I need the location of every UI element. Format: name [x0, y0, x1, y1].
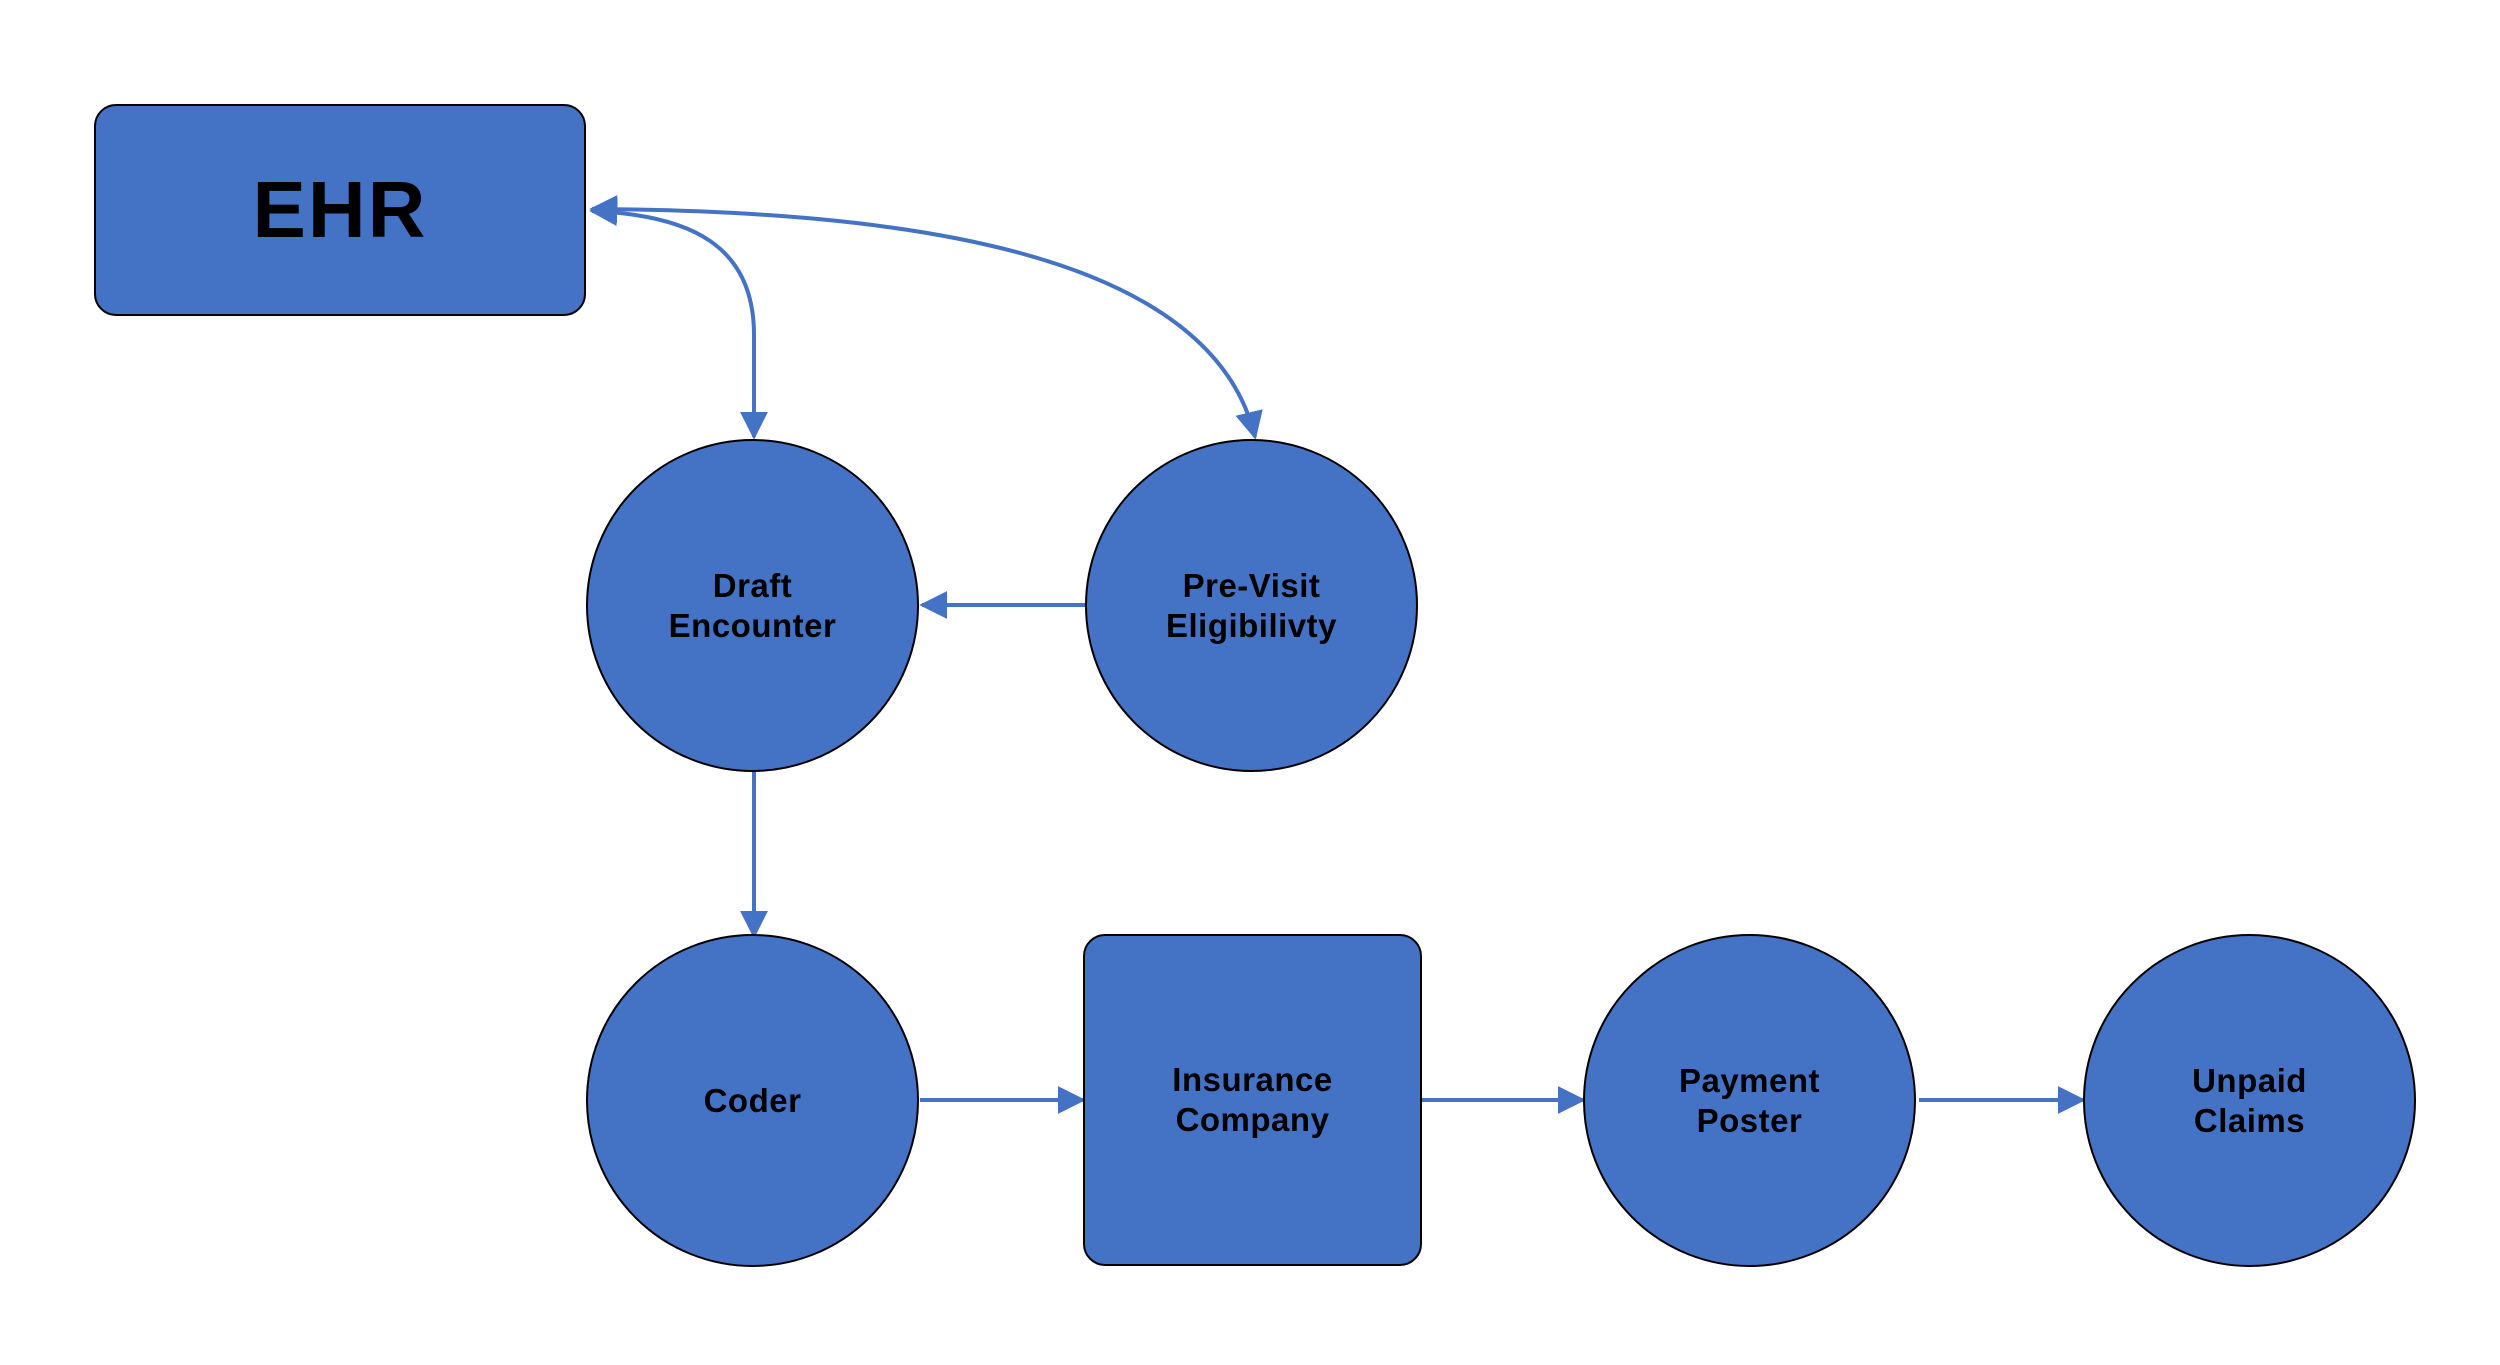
draft-encounter-node: Draft Encounter: [586, 439, 919, 772]
edge-ehr-draft-encounter: [589, 198, 768, 440]
ehr-node: EHR: [94, 104, 586, 316]
pre-visit-eligibility-node: Pre-Visit Eligibilivty: [1085, 439, 1418, 772]
coder-label: Coder: [703, 1081, 802, 1119]
insurance-company-label-line-2: Company: [1175, 1101, 1330, 1138]
payment-poster-node: Payment Poster: [1583, 934, 1916, 1267]
unpaid-claims-label-line-2: Claims: [2193, 1101, 2306, 1139]
payment-poster-label-line-2: Poster: [1696, 1101, 1803, 1139]
coder-node: Coder: [586, 934, 919, 1267]
ehr-label: EHR: [252, 165, 428, 254]
pre-visit-eligibility-label-line-2: Eligibilivty: [1165, 606, 1338, 644]
payment-poster-label-line-1: Payment: [1678, 1061, 1821, 1099]
draft-encounter-label-line-1: Draft: [712, 566, 793, 604]
insurance-company-label-line-1: Insurance: [1172, 1061, 1333, 1098]
insurance-company-node: Insurance Company: [1083, 934, 1422, 1266]
draft-encounter-label-line-2: Encounter: [668, 606, 837, 644]
unpaid-claims-label-line-1: Unpaid: [2192, 1061, 2307, 1099]
unpaid-claims-node: Unpaid Claims: [2083, 934, 2416, 1267]
pre-visit-eligibility-label-line-1: Pre-Visit: [1182, 566, 1321, 604]
edge-ehr-pre-visit-eligibility: [589, 195, 1263, 440]
